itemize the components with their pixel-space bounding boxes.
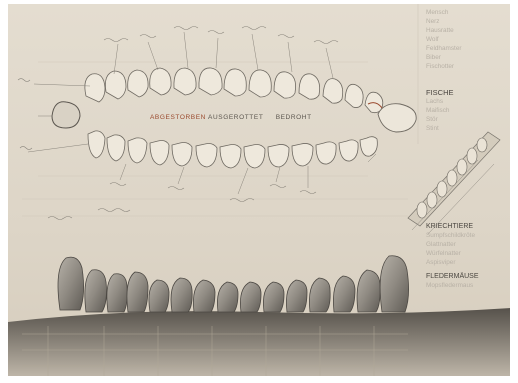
tooth xyxy=(199,68,222,95)
heading-reptiles: KRIECHTIERE xyxy=(426,222,475,231)
list-item: Würfelnatter xyxy=(426,249,475,258)
tooth xyxy=(345,84,363,107)
stone xyxy=(240,282,261,312)
list-item: Glattnatter xyxy=(426,240,475,249)
tooth xyxy=(196,144,217,168)
tooth xyxy=(316,142,336,164)
mouth-caption: ABGESTORBEN AUSGEROTTET BEDROHT xyxy=(150,114,312,121)
list-item: Sumpfschildkröte xyxy=(426,231,475,240)
stone xyxy=(309,278,330,312)
heading-bats: FLEDERMÄUSE xyxy=(426,272,479,281)
stone xyxy=(357,270,380,312)
heading-fish: FISCHE xyxy=(426,88,454,97)
list-item: Wolf xyxy=(426,35,462,44)
list-item: Biber xyxy=(426,53,462,62)
tooth xyxy=(150,68,171,95)
list-item: Mensch xyxy=(426,8,462,17)
species-list-fish: FISCHE Lachs Maifisch Stör Stint xyxy=(426,88,454,133)
list-item: Stör xyxy=(426,115,454,124)
tooth xyxy=(323,79,343,104)
stone xyxy=(149,280,169,312)
tooth xyxy=(224,69,246,96)
construction-lines xyxy=(22,4,418,216)
lower-jaw xyxy=(88,131,377,168)
stone xyxy=(333,276,355,312)
list-item: Hausratte xyxy=(426,26,462,35)
tooth xyxy=(292,143,313,166)
tooth xyxy=(220,145,241,169)
stone xyxy=(263,282,284,312)
stone xyxy=(217,282,238,312)
tooth xyxy=(128,138,147,163)
stone-row xyxy=(58,256,409,312)
tooth xyxy=(105,71,126,99)
stone xyxy=(193,280,215,312)
caption-word-exterminated: AUSGEROTTET xyxy=(208,114,263,121)
list-item: Mopsfledermaus xyxy=(426,281,479,290)
tooth xyxy=(274,72,296,98)
tooth xyxy=(128,70,148,97)
list-item: Maifisch xyxy=(426,106,454,115)
list-item: Aspisviper xyxy=(426,258,475,267)
stone xyxy=(58,257,84,310)
tooth xyxy=(172,143,192,167)
tooth xyxy=(299,74,320,99)
stone xyxy=(286,280,307,312)
species-list-bats: FLEDERMÄUSE Mopsfledermaus xyxy=(426,272,479,290)
tooth xyxy=(174,68,196,95)
species-list-reptiles: KRIECHTIERE Sumpfschildkröte Glattnatter… xyxy=(426,222,475,267)
stone xyxy=(127,272,148,312)
drawing-sheet: ABGESTORBEN AUSGEROTTET BEDROHT Mensch N… xyxy=(8,4,510,376)
caption-word-threatened: BEDROHT xyxy=(276,114,312,121)
tooth xyxy=(249,70,271,97)
stone xyxy=(380,256,408,312)
diagonal-sketch xyxy=(408,132,500,234)
upper-jaw xyxy=(85,68,383,113)
species-list-top: Mensch Nerz Hausratte Wolf Feldhamster B… xyxy=(426,8,462,71)
left-pebble xyxy=(52,102,80,128)
stone xyxy=(107,274,127,312)
list-item: Fischotter xyxy=(426,62,462,71)
tooth xyxy=(88,131,105,158)
tooth xyxy=(268,144,289,167)
tooth xyxy=(85,74,105,102)
tooth xyxy=(244,145,265,169)
list-item: Nerz xyxy=(426,17,462,26)
stone xyxy=(85,270,107,312)
list-item: Stint xyxy=(426,124,454,133)
tooth xyxy=(150,141,169,166)
list-item: Feldhamster xyxy=(426,44,462,53)
stone xyxy=(171,278,192,312)
right-molar xyxy=(378,104,416,132)
list-item: Lachs xyxy=(426,97,454,106)
tooth xyxy=(107,135,125,161)
tooth xyxy=(339,140,358,161)
tooth xyxy=(360,137,377,156)
caption-word-extinct: ABGESTORBEN xyxy=(150,114,206,121)
